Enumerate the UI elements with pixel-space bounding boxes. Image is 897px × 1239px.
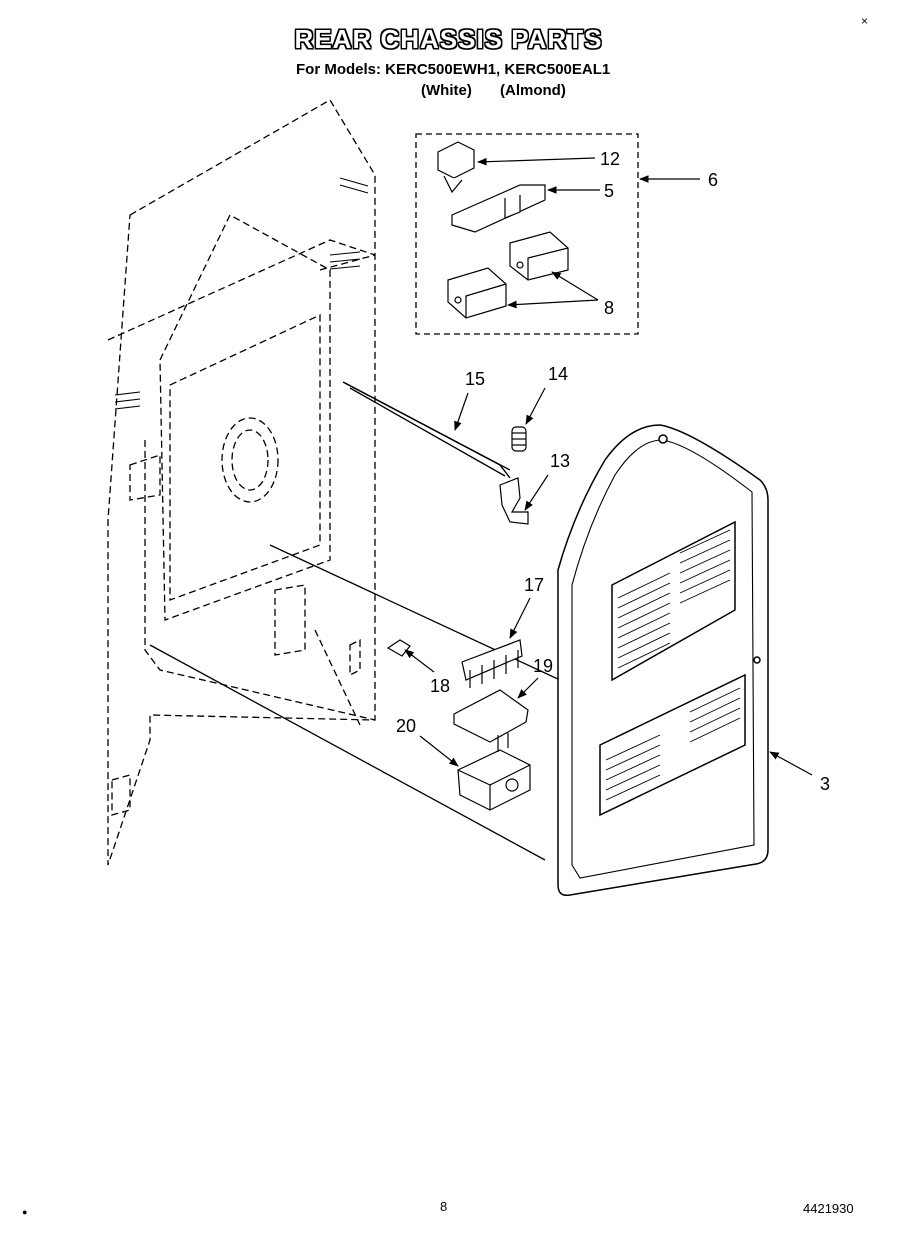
variant-almond: (Almond) — [500, 82, 566, 99]
part-8-terminal-blocks — [447, 231, 569, 319]
part-19-plate — [453, 689, 529, 743]
callout-20: 20 — [396, 716, 416, 736]
corner-mark-top-right: × — [861, 14, 869, 28]
part-13-bracket — [499, 477, 529, 525]
callout-8: 8 — [604, 298, 614, 318]
rear-panel-vent-lines — [605, 529, 741, 801]
range-chassis-outline — [107, 99, 376, 866]
part-15-rod — [342, 381, 511, 479]
terminal-block-kit-box — [415, 133, 639, 335]
callout-14: 14 — [548, 364, 568, 384]
callout-19: 19 — [533, 656, 553, 676]
callout-3: 3 — [820, 774, 830, 794]
page-title: REAR CHASSIS PARTS — [294, 24, 603, 54]
part-14-spring — [511, 426, 527, 452]
part-20-box — [457, 733, 531, 811]
part-18-clip — [386, 639, 411, 657]
callout-18: 18 — [430, 676, 450, 696]
variant-white: (White) — [421, 82, 472, 99]
callout-13: 13 — [550, 451, 570, 471]
corner-mark-bottom-left: ● — [22, 1207, 28, 1217]
part-5-bracket — [451, 184, 546, 233]
models-line: For Models: KERC500EWH1, KERC500EAL1 — [296, 61, 611, 78]
part-17-terminal-strip — [461, 639, 523, 688]
part-12-clip — [437, 141, 475, 194]
callout-15: 15 — [465, 369, 485, 389]
callout-17: 17 — [524, 575, 544, 595]
callout-leader-lines — [404, 157, 813, 776]
page-number: 8 — [440, 1199, 448, 1214]
document-code: 4421930 — [803, 1201, 854, 1216]
part-3-rear-panel — [557, 424, 769, 897]
callout-12: 12 — [600, 149, 620, 169]
callout-5: 5 — [604, 181, 614, 201]
callout-6: 6 — [708, 170, 718, 190]
chassis-vent-slots — [114, 177, 369, 410]
